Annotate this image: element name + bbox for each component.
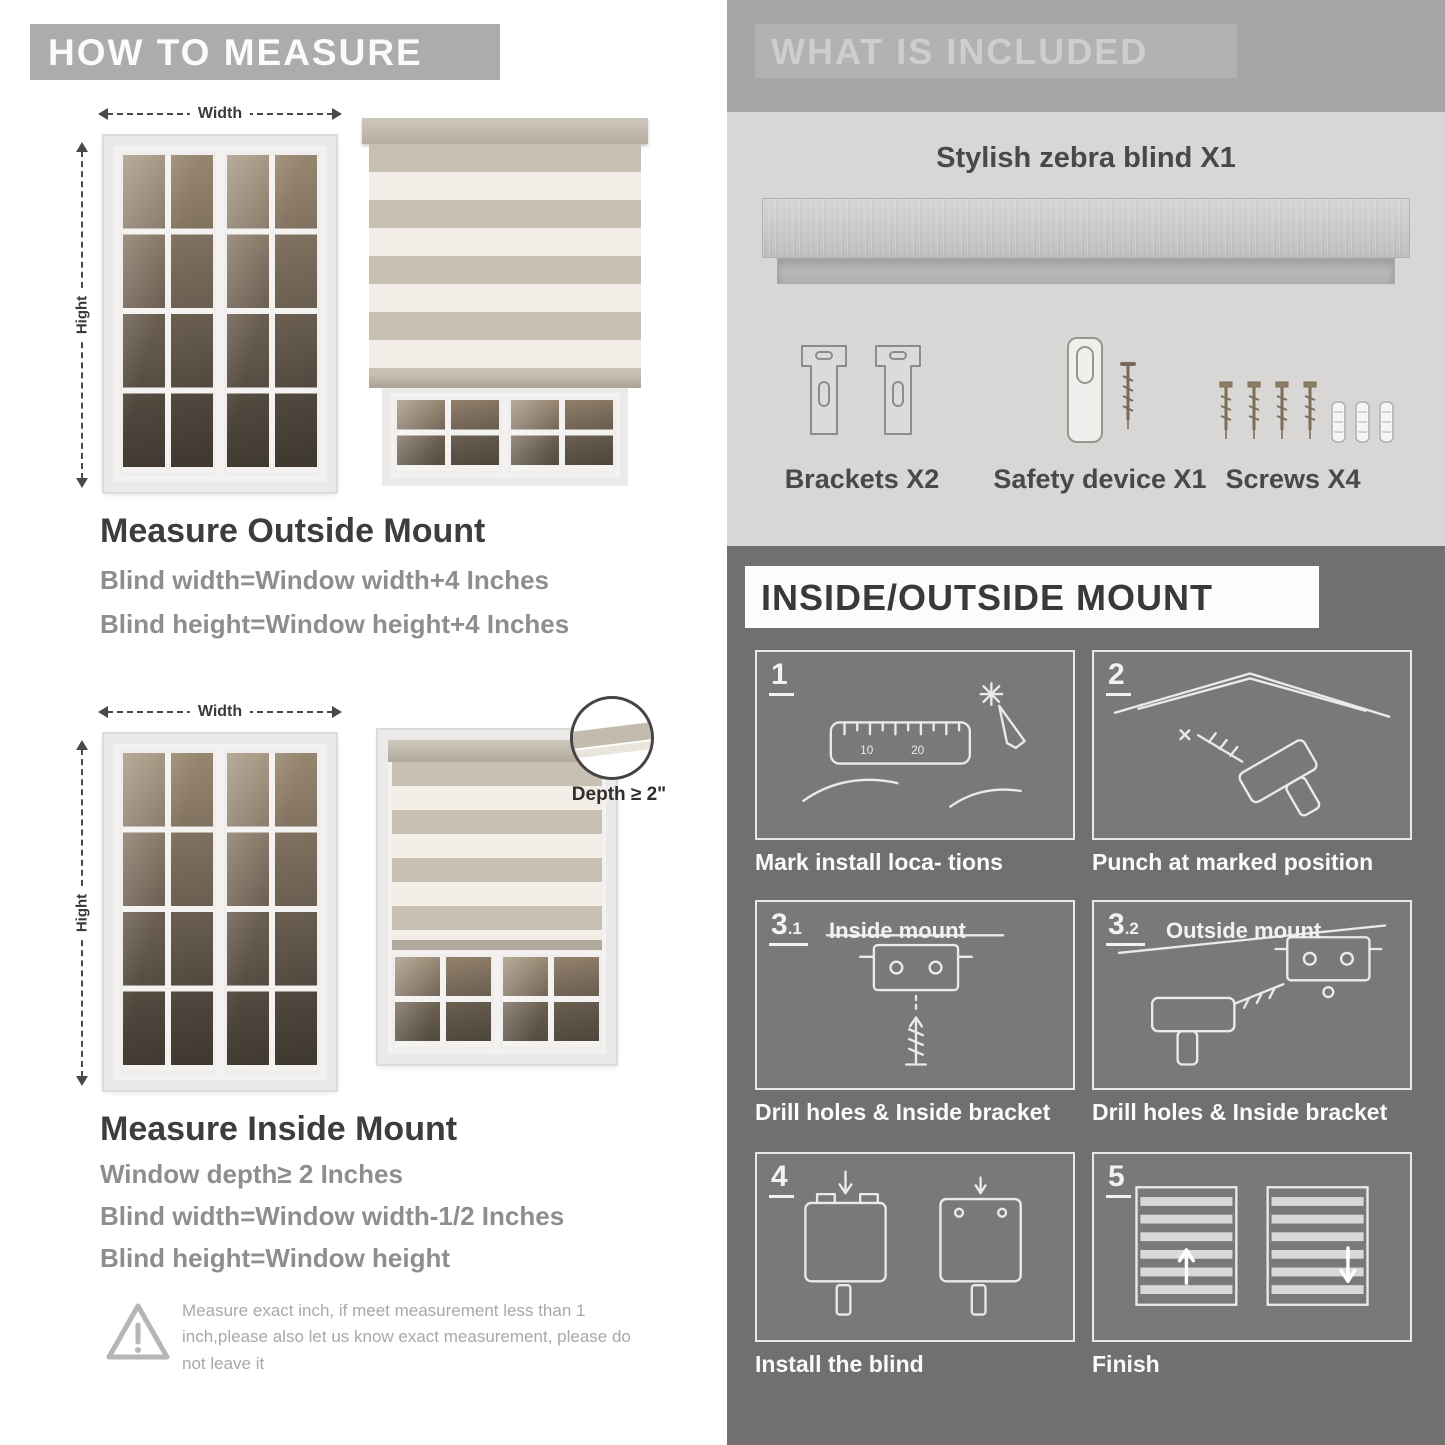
blind-stripes bbox=[369, 144, 641, 374]
depth-callout-label: Depth ≥ 2" bbox=[571, 784, 667, 805]
step-3-1: 3.1 Inside mount Drill holes & Inside br… bbox=[755, 900, 1075, 1126]
measurement-warning-text: Measure exact inch, if meet measurement … bbox=[182, 1301, 631, 1373]
step-number: 1 bbox=[769, 660, 794, 696]
outside-mount-title: Measure Outside Mount bbox=[100, 512, 486, 550]
step-3-2-caption: Drill holes & Inside bracket bbox=[1092, 1099, 1388, 1125]
width-label-inside: Width bbox=[189, 703, 251, 721]
step-number: 5 bbox=[1106, 1162, 1131, 1198]
install-blind-illustration bbox=[804, 1170, 1022, 1316]
safety-device-label: Safety device X1 bbox=[993, 464, 1207, 494]
window-below-blind bbox=[382, 388, 628, 486]
window-photo-inside bbox=[102, 732, 338, 1092]
step-number: 4 bbox=[769, 1162, 794, 1198]
drill-punch-illustration bbox=[1113, 672, 1391, 817]
height-label-inside: Hight bbox=[73, 887, 91, 939]
window-sash bbox=[508, 397, 616, 474]
step-2-caption: Punch at marked position bbox=[1092, 849, 1374, 875]
mount-section-header: INSIDE/OUTSIDE MOUNT bbox=[745, 566, 1319, 628]
window-sash bbox=[392, 954, 494, 1050]
step-4-panel: 4 bbox=[755, 1152, 1075, 1342]
blind-headrail-illustration bbox=[762, 198, 1410, 258]
zebra-blind-inside-figure bbox=[376, 728, 618, 1066]
window-sash bbox=[224, 750, 320, 1074]
step-inner-label: Outside mount bbox=[1166, 918, 1322, 943]
window-sash bbox=[224, 152, 320, 476]
svg-text:10: 10 bbox=[860, 744, 874, 757]
window-sash bbox=[394, 397, 502, 474]
step-number: 2 bbox=[1106, 660, 1131, 696]
warning-triangle-icon bbox=[106, 1303, 170, 1360]
step-1-panel: 10 20 1 bbox=[755, 650, 1075, 840]
inside-bracket-illustration bbox=[825, 934, 1005, 1066]
step-3-2: 3.2 Outside mount Drill holes & Inside b… bbox=[1092, 900, 1412, 1126]
inside-mount-title: Measure Inside Mount bbox=[100, 1110, 458, 1148]
height-arrow-inside: Hight bbox=[72, 740, 92, 1086]
blind-bottom-rail bbox=[369, 374, 641, 388]
what-is-included-header: WHAT IS INCLUDED bbox=[755, 24, 1237, 78]
how-to-measure-header: HOW TO MEASURE bbox=[30, 24, 500, 80]
step-5-caption: Finish bbox=[1092, 1351, 1160, 1377]
step-number: 3.2 bbox=[1106, 910, 1145, 946]
step-1-caption: Mark install loca- tions bbox=[755, 849, 1003, 875]
safety-device-icon bbox=[1067, 337, 1136, 443]
height-arrow-outside: Hight bbox=[72, 142, 92, 488]
blind-bottom-rail bbox=[392, 940, 602, 950]
blind-cassette bbox=[388, 740, 606, 762]
step-5: 5 Finish bbox=[1092, 1152, 1412, 1378]
screws-icon bbox=[1219, 381, 1317, 439]
step-5-panel: 5 bbox=[1092, 1152, 1412, 1342]
window-sash bbox=[120, 750, 216, 1074]
wall-anchors-icon bbox=[1331, 401, 1394, 443]
width-arrow-inside: Width bbox=[98, 702, 342, 722]
step-3-2-panel: 3.2 Outside mount bbox=[1092, 900, 1412, 1090]
outside-bracket-illustration bbox=[1117, 924, 1387, 1066]
window-sash bbox=[500, 954, 602, 1050]
step-2-panel: 2 bbox=[1092, 650, 1412, 840]
included-blind-label: Stylish zebra blind X1 bbox=[936, 142, 1236, 174]
window-sash bbox=[120, 152, 216, 476]
svg-text:20: 20 bbox=[911, 744, 925, 757]
inside-mount-line-1: Window depth≥ 2 Inches bbox=[100, 1159, 403, 1189]
height-label-outside: Hight bbox=[73, 289, 91, 341]
outside-mount-line-1: Blind width=Window width+4 Inches bbox=[100, 565, 549, 595]
step-inner-label: Inside mount bbox=[829, 918, 966, 943]
step-number: 3.1 bbox=[769, 910, 808, 946]
screws-label: Screws X4 bbox=[1225, 464, 1361, 494]
bracket-icon bbox=[801, 345, 847, 435]
step-3-1-caption: Drill holes & Inside bracket bbox=[755, 1099, 1051, 1125]
step-2: 2 Punch at marked position bbox=[1092, 650, 1412, 876]
depth-callout-circle bbox=[570, 696, 654, 780]
bracket-icon bbox=[875, 345, 921, 435]
blind-stripes bbox=[392, 762, 602, 940]
outside-mount-line-2: Blind height=Window height+4 Inches bbox=[100, 609, 570, 639]
window-photo-outside bbox=[102, 134, 338, 494]
ruler-marking-illustration: 10 20 bbox=[802, 682, 1026, 808]
width-label-outside: Width bbox=[189, 105, 251, 123]
blind-cassette bbox=[362, 118, 648, 144]
inside-mount-line-3: Blind height=Window height bbox=[100, 1243, 450, 1273]
window-below-blind bbox=[392, 954, 602, 1050]
zebra-blind-outside-figure bbox=[362, 118, 648, 486]
brackets-label: Brackets X2 bbox=[784, 464, 940, 494]
step-1: 10 20 1 Mark install loca- tions bbox=[755, 650, 1075, 876]
blind-headrail-valance bbox=[777, 258, 1395, 284]
step-3-1-panel: 3.1 Inside mount bbox=[755, 900, 1075, 1090]
width-arrow-outside: Width bbox=[98, 104, 342, 124]
step-4-caption: Install the blind bbox=[755, 1351, 924, 1377]
step-4: 4 Install the blind bbox=[755, 1152, 1075, 1378]
finished-blinds-illustration bbox=[1135, 1186, 1369, 1306]
inside-mount-line-2: Blind width=Window width-1/2 Inches bbox=[100, 1201, 565, 1231]
